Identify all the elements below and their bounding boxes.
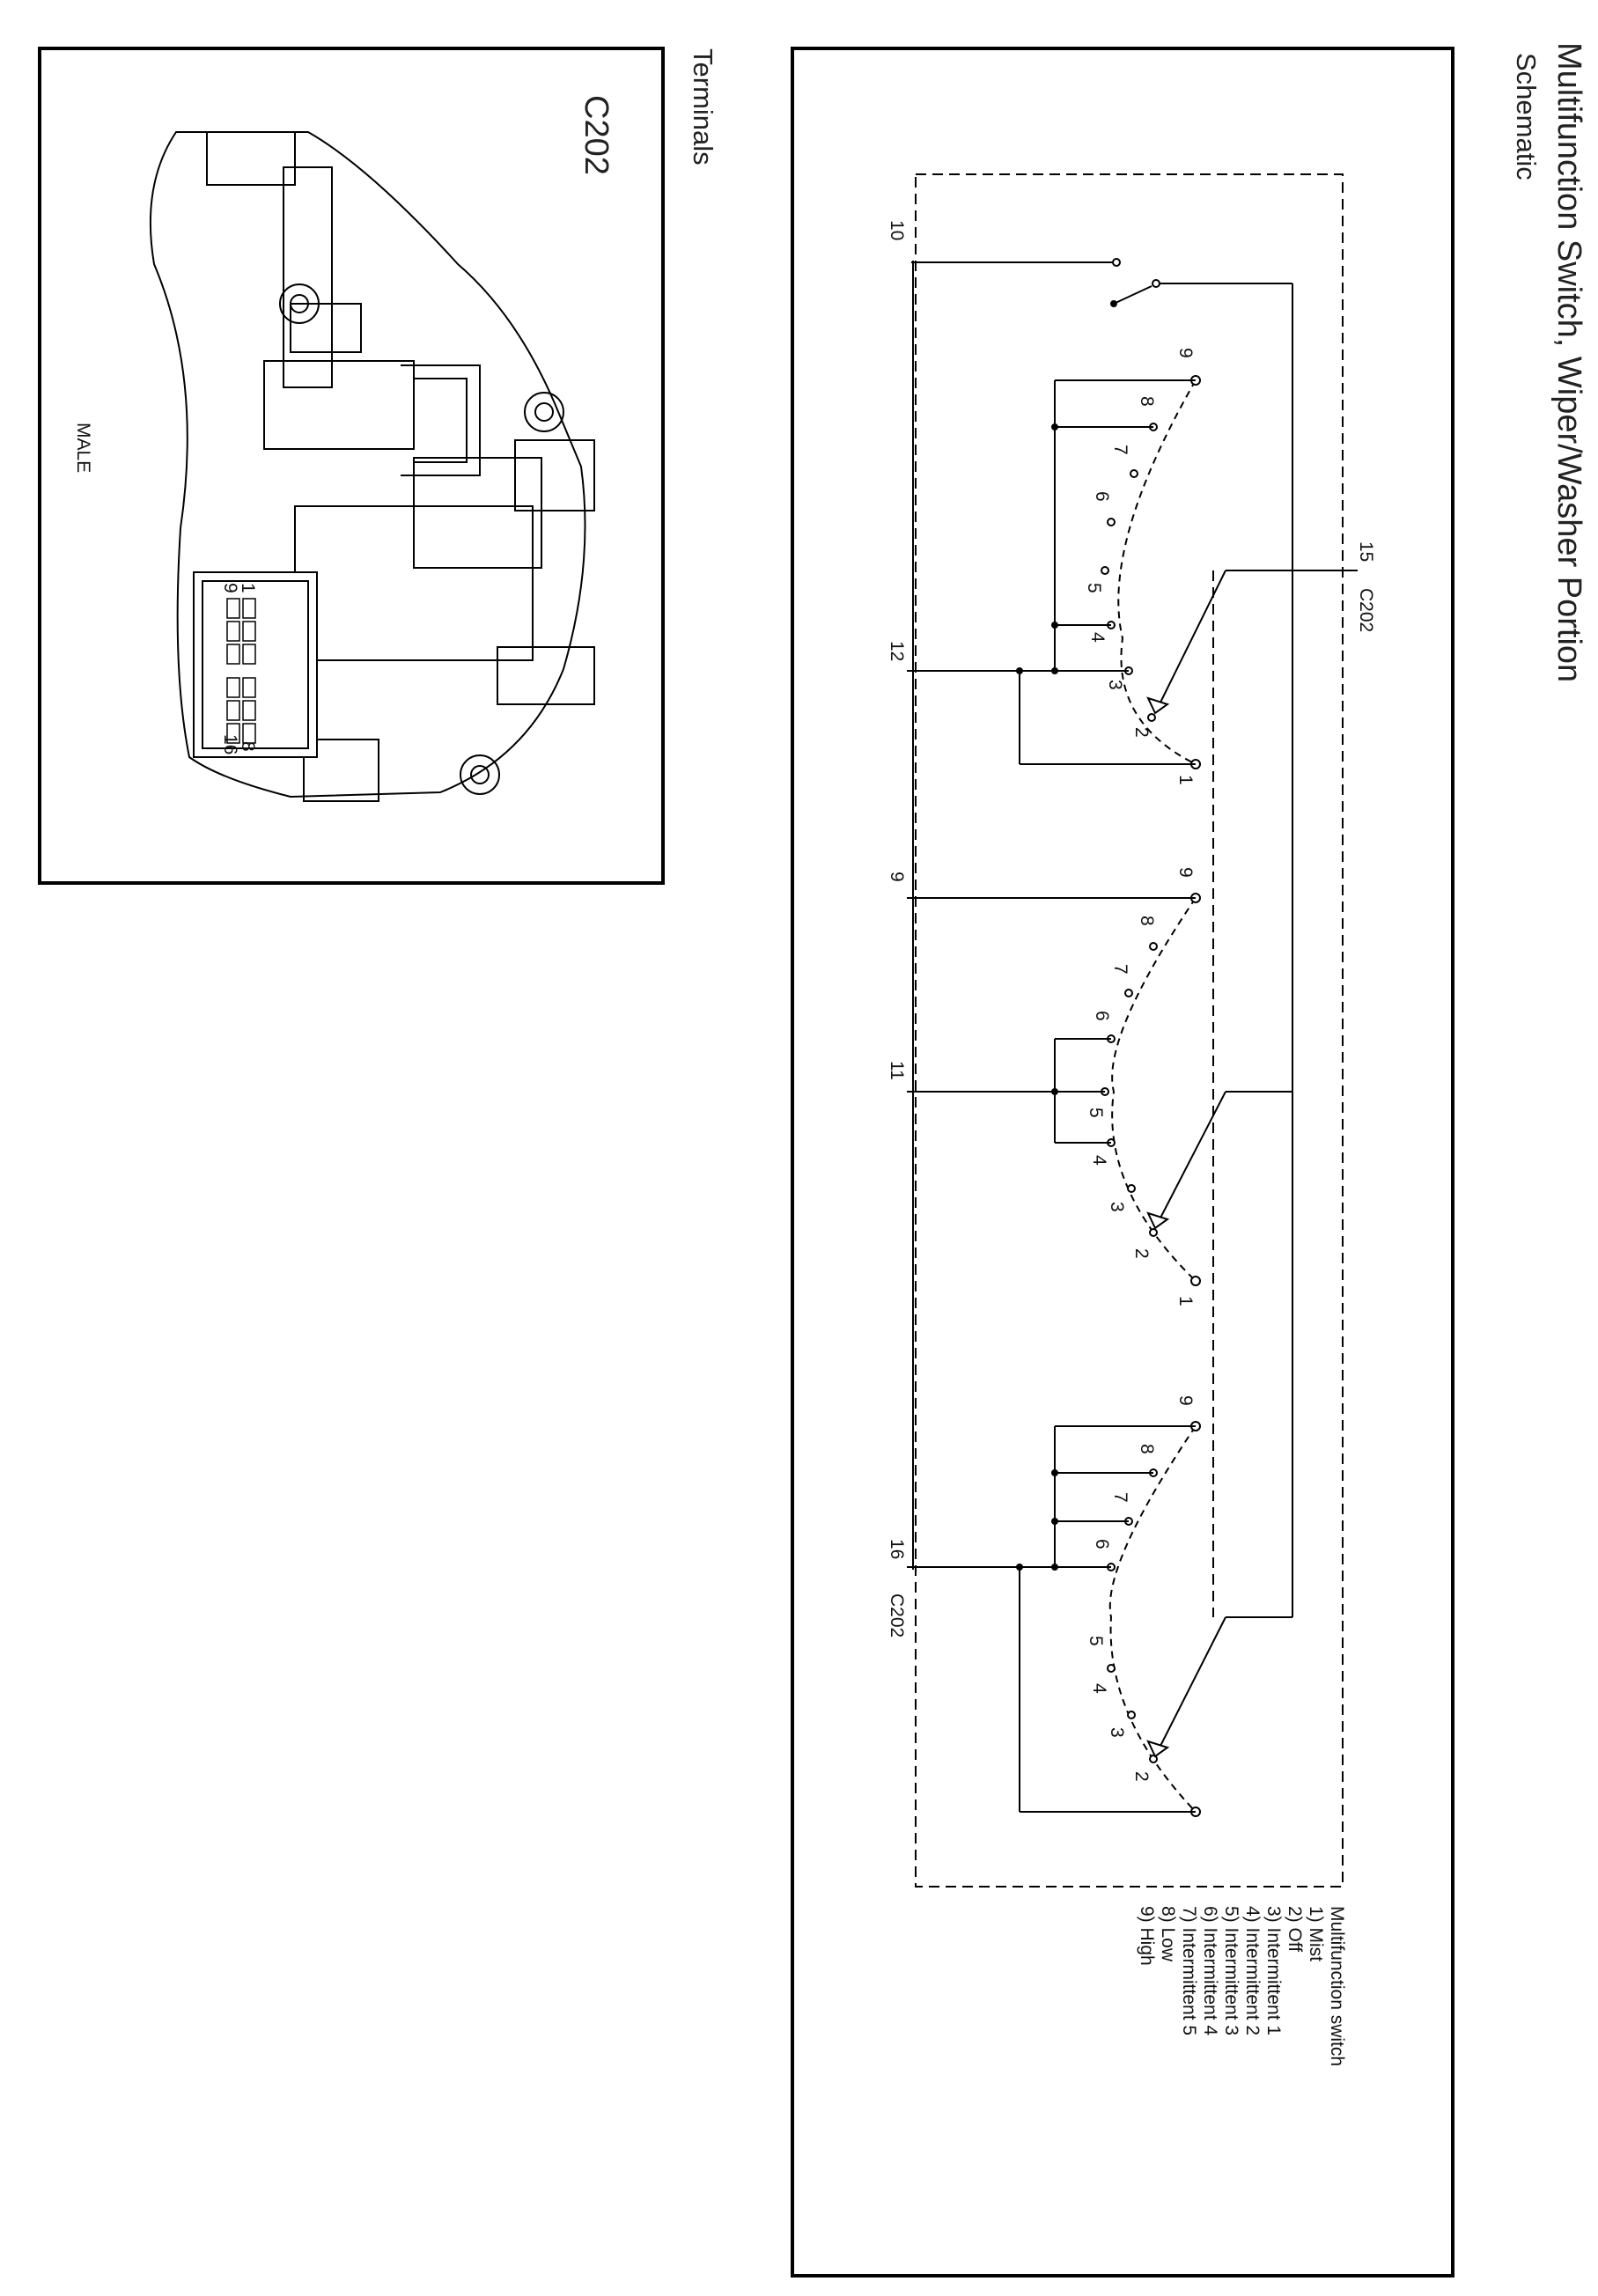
connector-label-top: C202 bbox=[1356, 588, 1376, 632]
legend-item: 8) Low bbox=[1158, 1906, 1178, 1962]
position-number: 8 bbox=[1137, 916, 1157, 926]
pin-label-9: 9 bbox=[220, 583, 240, 593]
position-number: 4 bbox=[1089, 1155, 1109, 1166]
common-feed bbox=[1153, 283, 1358, 1618]
terminal-label-15: 15 bbox=[1356, 541, 1376, 562]
legend-item: 3) Intermittent 1 bbox=[1263, 1906, 1284, 2035]
connector-id: C202 bbox=[578, 95, 615, 175]
terminal-label-11: 11 bbox=[887, 1061, 907, 1080]
terminal-label-16: 16 bbox=[887, 1539, 907, 1559]
position-number: 6 bbox=[1092, 491, 1112, 502]
pin-label-1: 1 bbox=[238, 583, 258, 593]
terminal-label-10: 10 bbox=[887, 220, 907, 240]
legend: Multifunction switch 1) Mist 2) Off 3) I… bbox=[1137, 1906, 1347, 2066]
position-number: 5 bbox=[1084, 583, 1104, 593]
terminal-label-9: 9 bbox=[887, 872, 907, 882]
legend-item: 7) Intermittent 5 bbox=[1179, 1906, 1199, 2035]
pin-label-8: 8 bbox=[238, 741, 258, 752]
position-number: 2 bbox=[1131, 1248, 1152, 1259]
position-number: 5 bbox=[1086, 1636, 1106, 1646]
position-number: 9 bbox=[1175, 867, 1196, 878]
position-number: 8 bbox=[1137, 1444, 1157, 1454]
position-number: 1 bbox=[1175, 775, 1196, 785]
position-number: 8 bbox=[1137, 396, 1157, 407]
switch-section-2 bbox=[907, 893, 1226, 1286]
position-number: 1 bbox=[1175, 1296, 1196, 1306]
legend-item: 6) Intermittent 4 bbox=[1200, 1906, 1220, 2035]
position-number: 3 bbox=[1107, 1727, 1127, 1738]
switch-section-3 bbox=[907, 1421, 1226, 1817]
connector-illustration bbox=[149, 131, 595, 802]
schematic-frame bbox=[791, 47, 1454, 2278]
position-number: 7 bbox=[1110, 964, 1130, 975]
legend-item: 9) High bbox=[1137, 1906, 1157, 1966]
legend-item: 4) Intermittent 2 bbox=[1242, 1906, 1263, 2035]
washer-contact bbox=[911, 258, 1160, 1570]
position-number: 3 bbox=[1107, 1202, 1127, 1212]
pin-label-16: 16 bbox=[220, 734, 240, 754]
position-number: 9 bbox=[1175, 348, 1196, 358]
terminal-label-12: 12 bbox=[887, 641, 907, 661]
connector-gender: MALE bbox=[73, 423, 93, 473]
position-number: 5 bbox=[1086, 1108, 1106, 1118]
page-subtitle: Schematic bbox=[1511, 53, 1542, 180]
position-number: 3 bbox=[1105, 680, 1125, 690]
legend-title: Multifunction switch bbox=[1327, 1906, 1347, 2066]
position-number: 6 bbox=[1092, 1011, 1112, 1021]
switch-boundary bbox=[915, 173, 1344, 1888]
terminals-heading: Terminals bbox=[688, 48, 718, 166]
legend-item: 5) Intermittent 3 bbox=[1221, 1906, 1241, 2035]
page-title: Multifunction Switch, Wiper/Washer Porti… bbox=[1550, 42, 1587, 682]
terminals-frame bbox=[38, 47, 665, 885]
position-number: 9 bbox=[1175, 1395, 1196, 1406]
position-number: 2 bbox=[1131, 727, 1152, 738]
position-number: 4 bbox=[1087, 632, 1108, 643]
position-number: 7 bbox=[1110, 1492, 1130, 1503]
switch-section-1 bbox=[907, 375, 1226, 769]
position-number: 2 bbox=[1131, 1771, 1152, 1782]
legend-item: 1) Mist bbox=[1306, 1906, 1326, 1961]
legend-item: 2) Off bbox=[1285, 1906, 1305, 1952]
position-number: 4 bbox=[1089, 1683, 1109, 1694]
position-number: 7 bbox=[1110, 445, 1130, 455]
connector-label-bottom: C202 bbox=[887, 1593, 907, 1637]
position-number: 6 bbox=[1092, 1539, 1112, 1549]
